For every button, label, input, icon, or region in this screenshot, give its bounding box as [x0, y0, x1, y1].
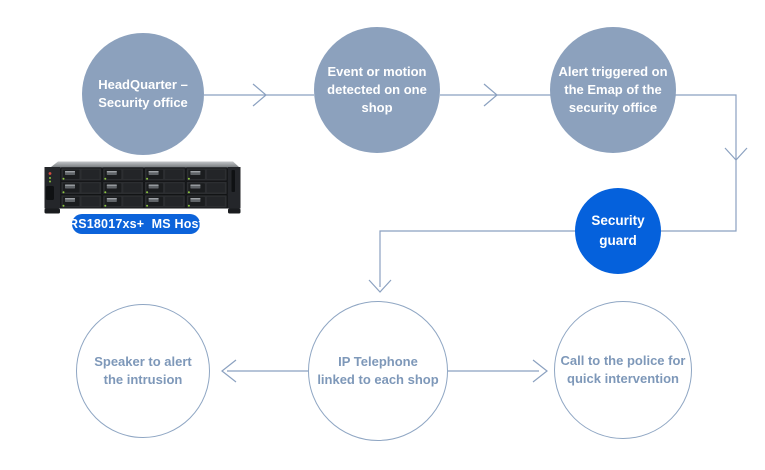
- arrow-ip-to-police-arrowhead: [532, 359, 548, 383]
- node-headquarter: HeadQuarter – Security office: [82, 33, 204, 155]
- power-led-icon: [48, 172, 52, 175]
- arrow-ip-telephone-arrowhead: [368, 279, 392, 293]
- node-label: IP Telephone linked to each shop: [317, 354, 439, 387]
- node-event-detected: Event or motion detected on one shop: [314, 27, 440, 153]
- status-led-icon: [49, 180, 51, 183]
- node-security-guard: Security guard: [575, 188, 661, 274]
- arrow-event-to-alert-arrowhead: [483, 83, 498, 107]
- status-led-icon: [49, 177, 51, 179]
- node-alert-emap: Alert triggered on the Emap of the secur…: [550, 27, 676, 153]
- arrow-alert-down-arrowhead: [724, 147, 748, 161]
- node-ip-telephone: IP Telephone linked to each shop: [308, 301, 448, 441]
- node-label: Alert triggered on the Emap of the secur…: [558, 64, 668, 115]
- node-label: Event or motion detected on one shop: [327, 64, 427, 115]
- server-model-badge: RS18017xs+ MS Host: [69, 214, 203, 234]
- node-call-police: Call to the police for quick interventio…: [554, 301, 692, 439]
- arrow-alert-to-ip-telephone: [379, 94, 737, 287]
- arrow-headquarter-to-event-arrowhead: [252, 83, 267, 107]
- node-speaker-alert: Speaker to alert the intrusion: [76, 304, 210, 438]
- node-label: Speaker to alert the intrusion: [94, 354, 192, 387]
- node-label: Call to the police for quick interventio…: [560, 353, 686, 386]
- node-label: HeadQuarter – Security office: [98, 77, 188, 110]
- rack-server-image: [44, 161, 241, 214]
- node-label: Security guard: [591, 212, 645, 248]
- drive-bays: [60, 167, 228, 209]
- arrow-ip-to-speaker-arrowhead: [221, 359, 237, 383]
